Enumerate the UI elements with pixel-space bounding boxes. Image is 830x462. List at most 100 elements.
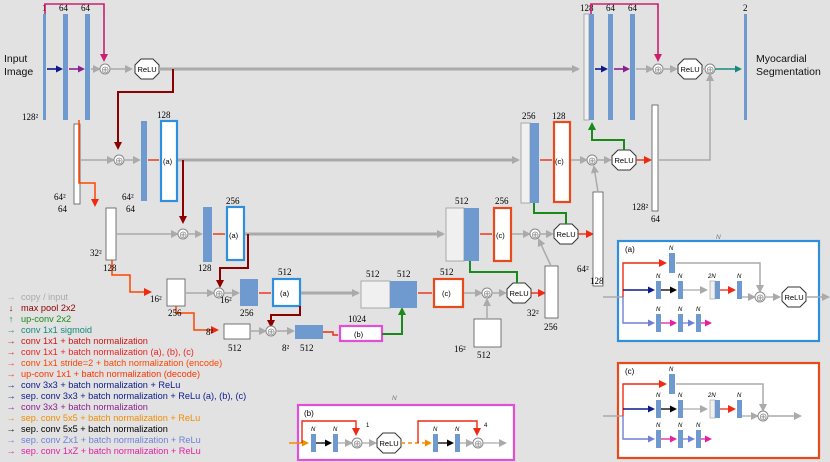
arrow-decode-to-sum-9 — [659, 73, 714, 161]
concat-up-512 — [390, 281, 417, 308]
legend-label: conv 1x1 + batch normalization — [21, 336, 148, 346]
panel-b-conv1 — [311, 434, 316, 452]
sum-sign-4: ⊕ — [215, 289, 223, 300]
panel-c-conv-out — [737, 400, 742, 418]
legend-arrow-icon: → — [6, 435, 16, 445]
channel-128f: 128 — [580, 3, 594, 13]
channel-64g: 64 — [628, 3, 638, 13]
channel-512g: 512 — [477, 350, 491, 360]
legend-arrow-icon: → — [6, 413, 16, 423]
sum-sign-9: ⊕ — [654, 65, 662, 76]
panel-a-n: N — [716, 234, 721, 241]
res-128b: 128² — [632, 202, 649, 212]
legend-item: →conv 1x1 stride=2 + batch normalization… — [4, 358, 222, 369]
panel-c-sum-sign: ⊕ — [759, 412, 767, 423]
upconv-arrow-2 — [466, 249, 518, 283]
panel-c-n2: N — [656, 393, 661, 399]
res-8b: 8² — [282, 343, 290, 353]
legend-arrow-icon: → — [6, 424, 16, 434]
arrow-to-block-b — [323, 331, 338, 336]
maxpool-arrow-4 — [267, 306, 301, 328]
panel-c-concat2 — [715, 400, 720, 418]
res-32c: 32² — [527, 308, 539, 318]
panel-b-n2: N — [333, 427, 338, 433]
panel-c-branch3 — [622, 416, 655, 443]
relu-node-1 — [134, 58, 160, 80]
panel-c-n5: N — [678, 423, 683, 429]
panel-a-relu — [781, 286, 807, 308]
panel-c-conv2a — [656, 400, 661, 418]
concat-up-64 — [589, 14, 594, 120]
panel-b-sum2-sign: ⊕ — [474, 439, 482, 450]
res-32: 32² — [90, 248, 102, 258]
res-64b: 64² — [122, 192, 134, 202]
res-16b: 16² — [220, 295, 232, 305]
channel-128c: 128 — [198, 263, 212, 273]
panel-b-relu-label: ReLU — [380, 439, 399, 448]
legend-arrow-icon: → — [6, 391, 16, 401]
channel-256d: 256 — [544, 322, 558, 332]
panel-b-conv4 — [455, 434, 460, 452]
encode-arrow-2 — [111, 260, 152, 296]
channel-256e: 256 — [495, 196, 509, 206]
channel-64b: 64 — [81, 3, 91, 13]
relu-node-9 — [677, 58, 703, 80]
sum-sign-8: ⊕ — [588, 156, 596, 167]
legend-label: sep. conv Zx1 + batch normalization + Re… — [21, 435, 201, 445]
channel-128: 128 — [157, 110, 171, 120]
panel-a-relu-label: ReLU — [785, 293, 804, 302]
channel-64a: 64 — [59, 3, 69, 13]
conv-block-256 — [203, 207, 212, 262]
res-8: 8² — [206, 327, 214, 337]
output-block — [744, 14, 747, 120]
legend-item: → sep. conv 5x5 + batch normalization + R… — [4, 413, 200, 424]
input-block — [43, 14, 46, 120]
res-64c: 64² — [577, 264, 589, 274]
panel-b-conv2 — [333, 434, 338, 452]
channel-64f: 64 — [606, 3, 616, 13]
block-a-label-3: (a) — [280, 289, 290, 298]
legend-item: → sep. conv Zx1 + batch normalization + R… — [4, 435, 201, 446]
channel-128d: 128 — [590, 276, 604, 286]
concat-copy-128 — [520, 122, 531, 204]
channel-512c: 512 — [300, 343, 314, 353]
panel-a-2n: 2N — [707, 274, 716, 280]
legend-label: copy / input — [21, 292, 68, 302]
maxpool-arrow-1 — [114, 69, 174, 150]
panel-c-conv2b — [678, 400, 683, 418]
block-b-label: (b) — [354, 330, 364, 339]
sum-sign-5: ⊕ — [267, 327, 275, 338]
block-a-label-2: (a) — [229, 231, 239, 240]
legend-item: ↓max pool 2x2 — [4, 303, 76, 314]
block-c-label-1: (c) — [442, 289, 451, 298]
panel-c-n4: N — [656, 423, 661, 429]
panel-c-conv1 — [669, 374, 675, 394]
legend-label: conv 1x1 sigmoid — [21, 325, 92, 335]
panel-a-conv2b — [678, 281, 683, 299]
legend-item: →conv 3x3 + batch normalization + ReLu — [4, 380, 180, 391]
legend-label: sep. conv 5x5 + batch normalization + Re… — [21, 413, 201, 423]
panel-c-conv3a — [656, 430, 661, 448]
legend-label: sep. conv 5x5 + batch normalization — [21, 424, 168, 434]
sum-sign-10: ⊕ — [706, 65, 714, 76]
legend-item: →sep. conv 3x3 + batch normalization + R… — [4, 391, 246, 402]
conv-block-64b — [85, 14, 90, 120]
channel-512b: 512 — [228, 343, 242, 353]
panel-a-branch1-out — [676, 262, 764, 293]
concat-copy-256 — [445, 207, 465, 262]
sum-sign-1: ⊕ — [101, 65, 109, 76]
legend-item: →conv 1x1 + batch normalization — [4, 336, 148, 347]
concat-copy-64 — [583, 13, 590, 121]
decode-block-256b — [544, 265, 559, 319]
legend-label: conv 1x1 + batch normalization (a), (b),… — [21, 347, 194, 357]
panel-a-n1: N — [669, 246, 674, 252]
upconv-arrow-4 — [588, 122, 625, 150]
conv-block-512b — [295, 325, 323, 339]
legend-label: up-conv 2x2 — [21, 314, 72, 324]
res-64: 64² — [54, 192, 66, 202]
arrow-residual-2 — [590, 3, 662, 62]
block-a-label-1: (a) — [163, 157, 173, 166]
decode-block-128 — [592, 191, 604, 287]
panel-c-n7: N — [737, 393, 742, 399]
block-c-512 — [432, 277, 465, 309]
